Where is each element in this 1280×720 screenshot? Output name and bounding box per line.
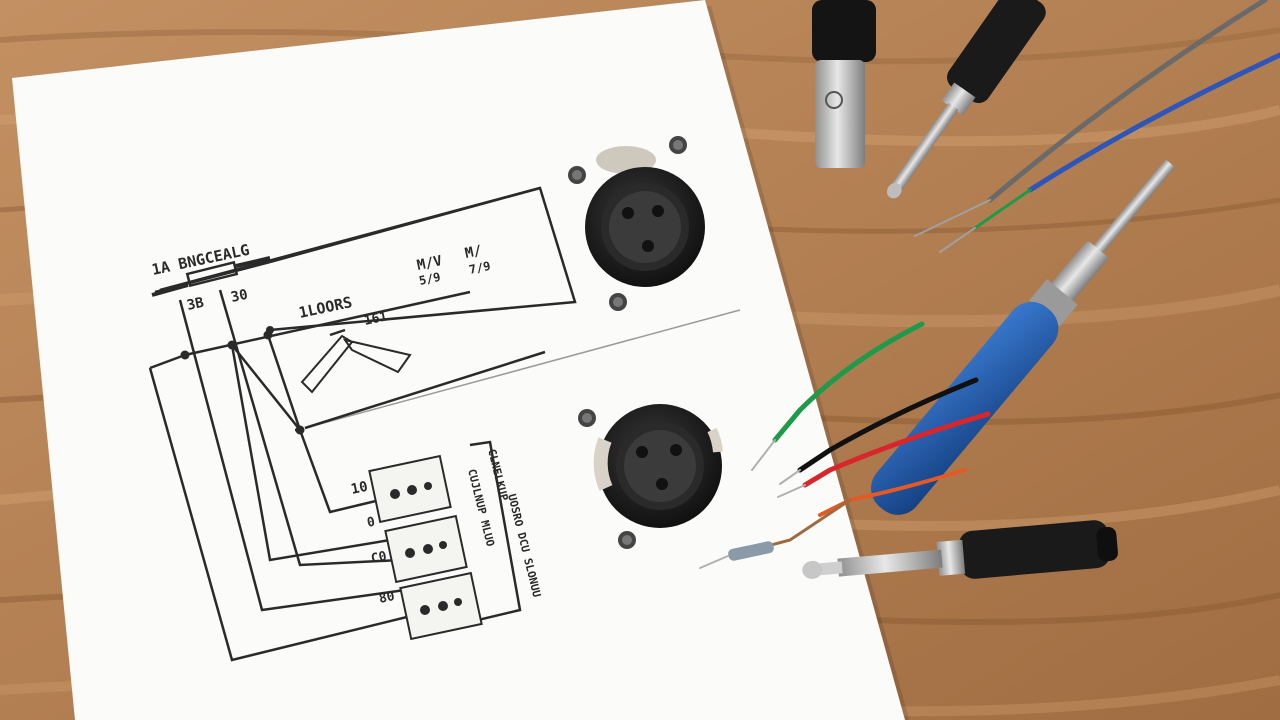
jack-plug-black-bottom	[802, 520, 1118, 579]
label-top-left-sub-a: 3B	[186, 295, 206, 314]
label-mid-small: 161	[363, 309, 389, 329]
jack-plug-black-angled	[886, 0, 1046, 199]
xlr-female-connector-bottom	[578, 404, 723, 549]
terminal-blocks	[368, 454, 483, 641]
soldering-iron	[871, 159, 1175, 515]
label-row-4: 80	[378, 589, 397, 607]
xlr-female-connector-top	[568, 136, 705, 311]
loose-wires	[699, 321, 991, 569]
label-top-left-sub-b: 30	[230, 287, 250, 306]
diagram-junctions	[180, 326, 305, 435]
label-right-b: M/	[464, 243, 484, 262]
label-row-1: 10	[350, 479, 370, 498]
jack-plug-silver-barrel	[812, 0, 876, 168]
label-right-b-sub: 7/9	[468, 259, 492, 277]
label-row-3: C0	[370, 549, 389, 567]
wires-top-right	[914, 0, 1280, 253]
label-right-a-sub: 5/9	[418, 270, 442, 288]
label-row-2: 0	[366, 515, 377, 531]
label-right-a: M/V	[416, 253, 445, 274]
